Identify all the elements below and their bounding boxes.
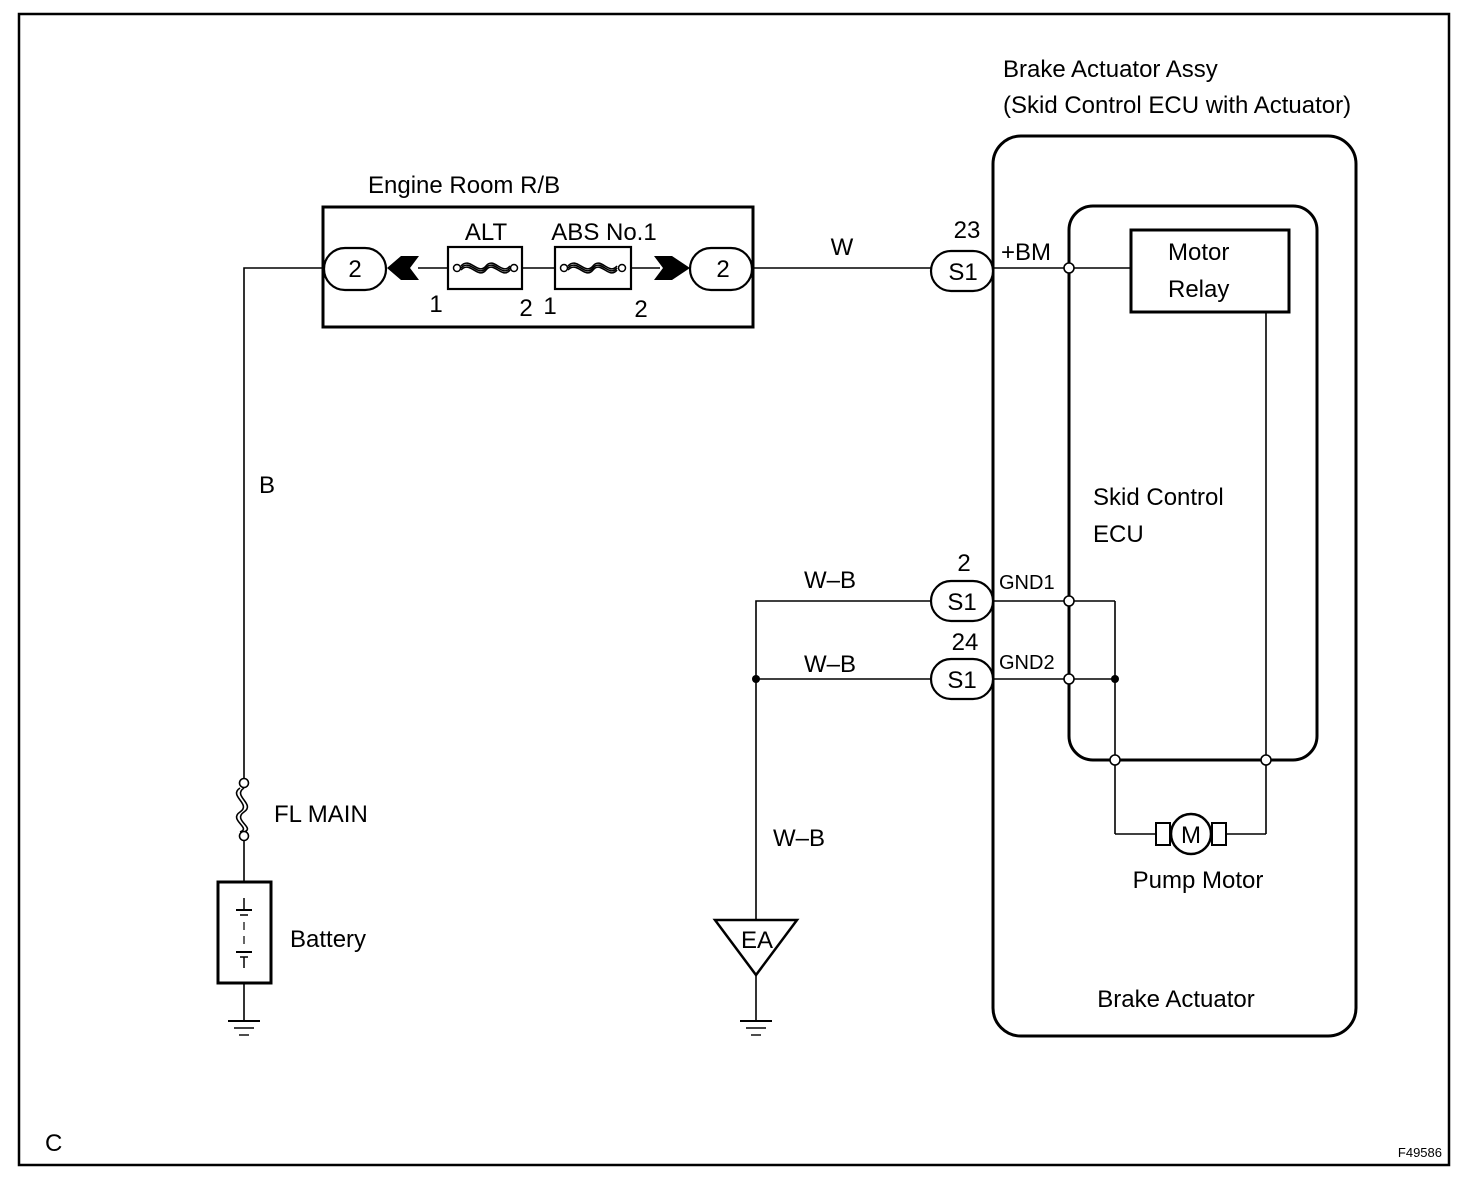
fl-main-terminal-bottom [238, 830, 250, 842]
abs-pin-right: 2 [634, 296, 647, 323]
gnd1-pin-number: 2 [957, 550, 970, 577]
wire-w-label: W [831, 234, 854, 261]
pump-motor-label: Pump Motor [1133, 867, 1264, 894]
fl-main-terminal-top [238, 777, 250, 789]
gnd2-wire-label: W–B [804, 651, 856, 678]
corner-code: C [45, 1130, 62, 1157]
bm-connector-label: S1 [948, 259, 977, 286]
wire-gnd1-external [755, 600, 931, 920]
ea-ground-symbol-icon [740, 1020, 772, 1036]
ecu-label-line1: Skid Control [1093, 484, 1224, 511]
ecu-motor-terminal-right [1260, 754, 1272, 766]
assembly-title-line1: Brake Actuator Assy [1003, 56, 1218, 83]
motor-relay-label-line1: Motor [1168, 239, 1229, 266]
bm-terminal-name: +BM [1001, 239, 1051, 266]
battery-ground-symbol-icon [228, 1020, 260, 1036]
gnd1-connector-label: S1 [947, 589, 976, 616]
ground-splice-dot [752, 675, 760, 683]
rb-right-connector [688, 246, 754, 292]
brake-actuator-box [991, 134, 1358, 1038]
brake-actuator-label: Brake Actuator [1097, 986, 1254, 1013]
pump-motor-icon [1155, 812, 1227, 856]
ground-point-ea-icon [712, 918, 800, 978]
alt-fuse-icon [452, 262, 519, 274]
ground-wire-label: W–B [773, 825, 825, 852]
wire-b [243, 267, 324, 781]
abs-fuse-label: ABS No.1 [551, 219, 656, 246]
fl-main-label: FL MAIN [274, 801, 368, 828]
relay-block-title: Engine Room R/B [368, 172, 560, 199]
gnd1-wire-label: W–B [804, 567, 856, 594]
bm-terminal-dot [1063, 262, 1075, 274]
gnd2-pin-number: 24 [952, 629, 979, 656]
abs-fuse-icon [559, 262, 627, 274]
gnd1-terminal-dot [1063, 595, 1075, 607]
abs-pin-left: 1 [543, 293, 556, 320]
gnd2-connector-label: S1 [947, 667, 976, 694]
rb-left-chevron-icon [387, 256, 419, 280]
diagram-frame [17, 12, 1451, 1167]
rb-left-connector [322, 246, 388, 292]
alt-fuse-label: ALT [465, 219, 508, 246]
motor-relay-box [1129, 228, 1291, 314]
assembly-title-line2: (Skid Control ECU with Actuator) [1003, 92, 1351, 119]
rb-right-chevron-icon [654, 256, 690, 280]
rb-left-connector-label: 2 [348, 256, 361, 283]
rb-right-connector-label: 2 [716, 256, 729, 283]
fl-main-fusible-link-icon [235, 787, 249, 833]
alt-pin-right: 2 [519, 295, 532, 322]
gnd2-terminal-name: GND2 [999, 652, 1055, 674]
battery-cells-icon [236, 898, 252, 968]
ground-point-label: EA [741, 927, 773, 954]
alt-pin-left: 1 [429, 291, 442, 318]
ecu-motor-terminal-left [1109, 754, 1121, 766]
skid-control-ecu-box [1067, 204, 1319, 762]
gnd2-terminal-dot [1063, 673, 1075, 685]
gnd1-terminal-name: GND1 [999, 572, 1055, 594]
wire-b-label: B [259, 472, 275, 499]
ecu-label-line2: ECU [1093, 521, 1144, 548]
figure-id: F49586 [1398, 1145, 1442, 1160]
bm-pin-number: 23 [954, 217, 981, 244]
battery-label: Battery [290, 926, 366, 953]
pump-motor-symbol: M [1181, 822, 1201, 849]
motor-relay-label-line2: Relay [1168, 276, 1229, 303]
bm-connector [929, 249, 995, 293]
